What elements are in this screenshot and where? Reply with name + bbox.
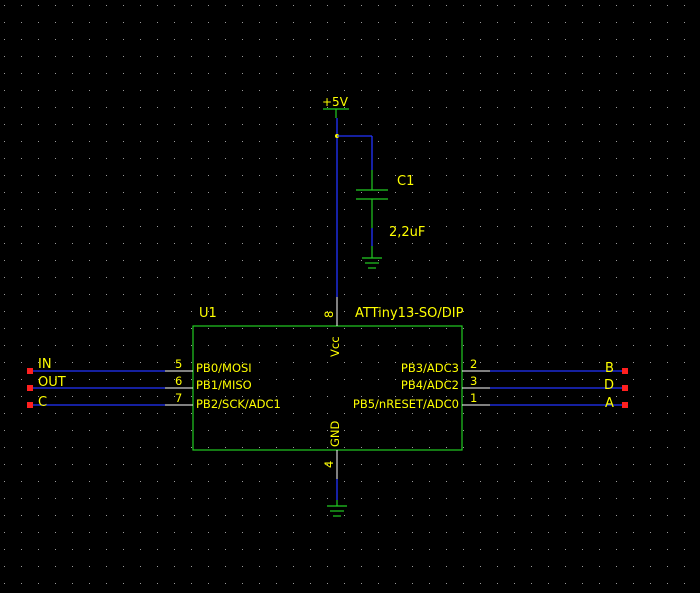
pin-number: 7 xyxy=(175,391,182,405)
ground-symbol[interactable] xyxy=(327,479,347,517)
pin-name: PB1/MISO xyxy=(196,378,252,392)
ic-ref: U1 xyxy=(199,306,217,321)
left-net-c[interactable]: C xyxy=(27,395,165,410)
port-terminal[interactable] xyxy=(622,368,628,374)
left-net-out[interactable]: OUT xyxy=(27,375,165,391)
left-pin-5[interactable]: 5 PB0/MOSI xyxy=(165,357,252,375)
port-label: C xyxy=(38,395,47,410)
capacitor-ref: C1 xyxy=(397,174,414,189)
left-pin-6[interactable]: 6 PB1/MISO xyxy=(165,374,252,392)
port-terminal[interactable] xyxy=(27,368,33,374)
vcc-pin-label: Vcc xyxy=(328,336,342,357)
pin-name: PB4/ADC2 xyxy=(401,378,459,392)
pin-name: PB0/MOSI xyxy=(196,361,252,375)
port-terminal[interactable] xyxy=(27,385,33,391)
pin-name: PB3/ADC3 xyxy=(401,361,459,375)
pin-number: 3 xyxy=(470,374,477,388)
pin-number: 5 xyxy=(175,357,182,371)
port-label: B xyxy=(605,361,614,376)
pin-name: PB2/SCK/ADC1 xyxy=(196,397,281,411)
vcc-pin-number: 8 xyxy=(322,311,336,318)
pin-name: PB5/nRESET/ADC0 xyxy=(353,397,459,411)
port-terminal[interactable] xyxy=(622,402,628,408)
power-symbol-5v[interactable]: +5V xyxy=(322,95,349,118)
right-pin-1[interactable]: 1 PB5/nRESET/ADC0 xyxy=(353,391,490,411)
pin-number: 6 xyxy=(175,374,182,388)
right-pin-3[interactable]: 3 PB4/ADC2 xyxy=(401,374,490,392)
gnd-pin-label: GND xyxy=(328,420,342,447)
grid-dots xyxy=(4,5,685,584)
pin-number: 1 xyxy=(470,391,477,405)
port-label: A xyxy=(605,396,614,411)
right-net-d[interactable]: D xyxy=(490,378,628,393)
port-label: OUT xyxy=(38,375,66,390)
gnd-pin-number: 4 xyxy=(322,461,336,468)
left-net-in[interactable]: IN xyxy=(27,357,165,374)
right-pin-2[interactable]: 2 PB3/ADC3 xyxy=(401,357,490,375)
right-net-b[interactable]: B xyxy=(490,361,628,376)
capacitor-c1[interactable]: C1 2,2uF xyxy=(356,170,425,269)
ic-u1[interactable]: U1 ATTiny13-SO/DIP 8 Vcc GND 4 5 PB0/MOS… xyxy=(165,297,490,479)
port-label: IN xyxy=(38,357,52,372)
power-label: +5V xyxy=(322,95,349,109)
port-terminal[interactable] xyxy=(622,385,628,391)
pin-number: 2 xyxy=(470,357,477,371)
ic-part-name: ATTiny13-SO/DIP xyxy=(355,306,464,321)
right-net-a[interactable]: A xyxy=(490,396,628,411)
capacitor-value: 2,2uF xyxy=(389,225,425,240)
left-pin-7[interactable]: 7 PB2/SCK/ADC1 xyxy=(165,391,281,411)
port-terminal[interactable] xyxy=(27,402,33,408)
port-label: D xyxy=(604,378,614,393)
